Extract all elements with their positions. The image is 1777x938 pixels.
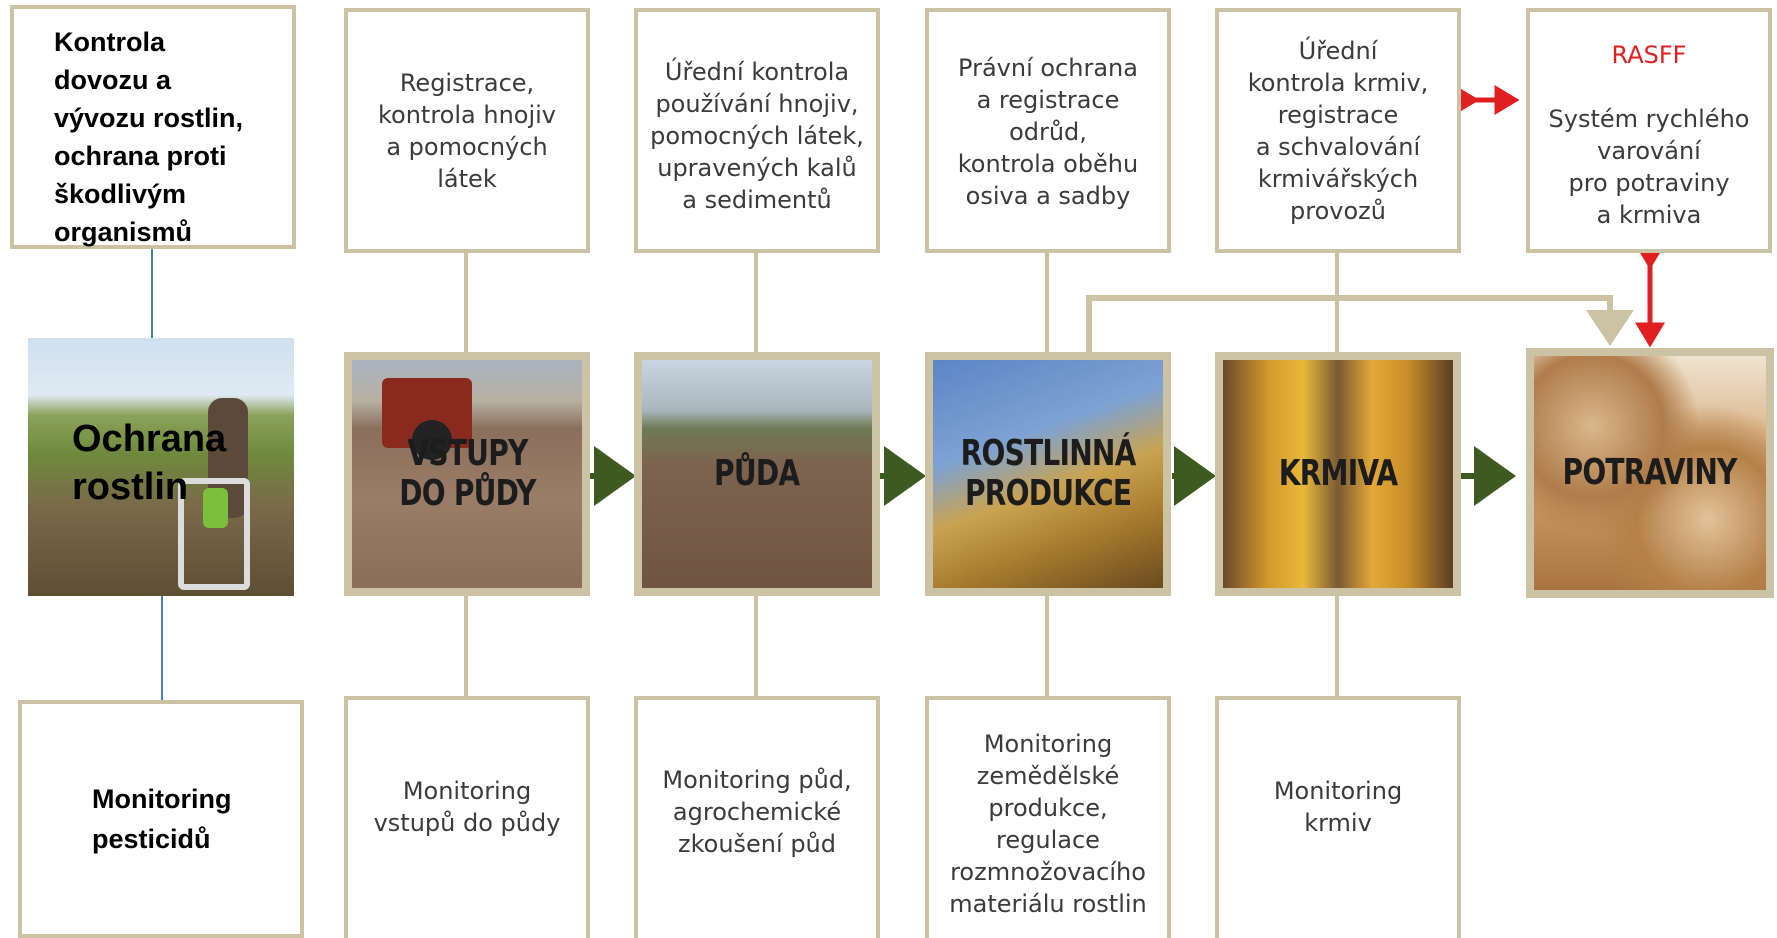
node-soil-inputs: VSTUPY DO PŮDY — [344, 352, 590, 596]
feed-control-box: Úřední kontrola krmiv, registrace a schv… — [1215, 8, 1461, 253]
soil-monitoring-text: Monitoring půd, agrochemické zkoušení pů… — [662, 766, 852, 858]
agri-monitoring-text: Monitoring zemědělské produkce, regulace… — [949, 730, 1147, 918]
rasff-title: RASFF — [1611, 40, 1687, 69]
tractor-wheel-shape — [412, 420, 452, 460]
fertilizer-registration-box: Registrace, kontrola hnojiv a pomocných … — [344, 8, 590, 253]
plant-import-control-box: Kontrola dovozu a vývozu rostlin, ochran… — [10, 5, 296, 249]
node-food-label: POTRAVINY — [1562, 452, 1738, 493]
node-crop-production: ROSTLINNÁ PRODUKCE — [925, 352, 1171, 596]
node-feed-label: KRMIVA — [1278, 453, 1398, 494]
plant-protection-title: Ochrana rostlin — [72, 418, 227, 508]
rasff-box: RASFF Systém rychlého varování pro potra… — [1526, 8, 1772, 253]
inputs-monitoring-box: Monitoring vstupů do půdy — [344, 696, 590, 938]
plant-import-control-text: Kontrola dovozu a vývozu rostlin, ochran… — [54, 27, 244, 247]
node-soil-label: PŮDA — [714, 453, 800, 494]
node-soil: PŮDA — [634, 352, 880, 596]
sprayer-tank-shape — [203, 488, 228, 528]
sprayer-frame-shape — [178, 478, 250, 590]
sludge-control-box: Úřední kontrola používání hnojiv, pomocn… — [634, 8, 880, 253]
inputs-monitoring-text: Monitoring vstupů do půdy — [373, 777, 561, 837]
sludge-control-text: Úřední kontrola používání hnojiv, pomocn… — [650, 58, 864, 214]
agri-monitoring-box: Monitoring zemědělské produkce, regulace… — [925, 696, 1171, 938]
node-food: POTRAVINY — [1526, 348, 1774, 598]
pesticide-monitoring-text: Monitoring pesticidů — [92, 784, 232, 854]
plant-protection-photo — [28, 338, 294, 596]
variety-protection-text: Právní ochrana a registrace odrůd, kontr… — [957, 54, 1139, 210]
feed-control-text: Úřední kontrola krmiv, registrace a schv… — [1247, 36, 1429, 225]
node-crop-production-label: ROSTLINNÁ PRODUKCE — [960, 433, 1137, 514]
node-soil-inputs-label: VSTUPY DO PŮDY — [398, 433, 536, 514]
node-feed: KRMIVA — [1215, 352, 1461, 596]
rasff-text: Systém rychlého varování pro potraviny a… — [1548, 104, 1750, 229]
crop-to-food-connector — [1086, 295, 1634, 352]
feed-monitoring-box: Monitoring krmiv — [1215, 696, 1461, 938]
soil-monitoring-box: Monitoring půd, agrochemické zkoušení pů… — [634, 696, 880, 938]
pesticide-monitoring-box: Monitoring pesticidů — [18, 700, 304, 938]
fertilizer-registration-text: Registrace, kontrola hnojiv a pomocných … — [377, 68, 557, 193]
feed-monitoring-text: Monitoring krmiv — [1273, 777, 1403, 837]
variety-protection-box: Právní ochrana a registrace odrůd, kontr… — [925, 8, 1171, 253]
